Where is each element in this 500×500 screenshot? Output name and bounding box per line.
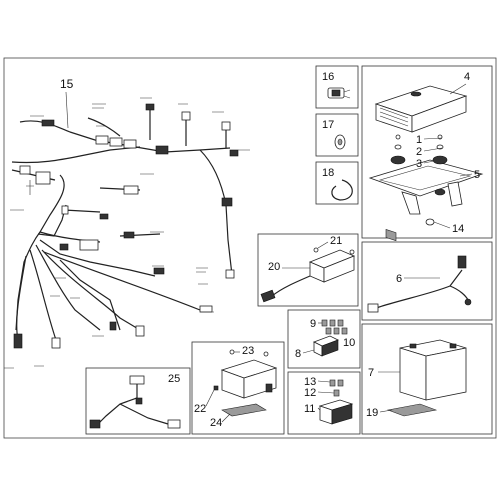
box-17 xyxy=(315,113,359,157)
callout-9: 9 xyxy=(310,318,316,330)
foam-pad-icon xyxy=(221,403,267,417)
callout-3: 3 xyxy=(416,158,422,170)
box-relay xyxy=(287,371,361,435)
box-20 xyxy=(257,233,359,307)
callout-17: 17 xyxy=(322,119,334,131)
callout-14: 14 xyxy=(452,223,464,235)
callout-1: 1 xyxy=(416,134,422,146)
callout-20: 20 xyxy=(268,261,280,273)
callout-11: 11 xyxy=(304,403,315,415)
callout-12: 12 xyxy=(304,387,316,399)
battery-cable-icon xyxy=(367,255,472,313)
callout-10: 10 xyxy=(343,337,355,349)
callout-8: 8 xyxy=(295,348,301,360)
callout-24: 24 xyxy=(210,417,222,429)
box-18 xyxy=(315,161,359,205)
battery-icon xyxy=(399,339,467,401)
fuses-icon xyxy=(321,319,348,335)
box-battery xyxy=(361,323,493,435)
box-22 xyxy=(191,341,285,435)
control-unit-icon xyxy=(213,349,278,399)
grommet-icon xyxy=(334,134,346,150)
callout-21: 21 xyxy=(330,235,342,247)
callout-2: 2 xyxy=(416,146,422,158)
box-fuses xyxy=(287,309,361,369)
callout-5: 5 xyxy=(474,169,480,181)
ecu-unit-icon xyxy=(374,85,468,242)
callout-22: 22 xyxy=(194,403,206,415)
relay-holder-icon xyxy=(327,87,351,99)
cable-tie-icon xyxy=(331,179,353,201)
callout-16: 16 xyxy=(322,71,334,83)
battery-pad-icon xyxy=(386,403,438,417)
callout-23: 23 xyxy=(242,345,254,357)
sheet-frame xyxy=(3,57,497,439)
callout-18: 18 xyxy=(322,167,334,179)
callout-4: 4 xyxy=(464,71,470,83)
callout-7: 7 xyxy=(368,367,374,379)
relay-icon xyxy=(318,379,354,425)
callout-25: 25 xyxy=(168,373,180,385)
aux-harness-icon xyxy=(89,375,181,429)
callout-13: 13 xyxy=(304,376,316,388)
box-16 xyxy=(315,65,359,109)
fuse-holder-icon xyxy=(313,335,339,357)
callout-6: 6 xyxy=(396,273,402,285)
box-ecu xyxy=(361,65,493,239)
wiring-harness-group: 15 xyxy=(4,77,250,369)
callout-15: 15 xyxy=(60,77,74,91)
box-6 xyxy=(361,241,493,321)
callout-19: 19 xyxy=(366,407,378,419)
bracket-icon xyxy=(368,159,484,215)
box-25 xyxy=(85,367,191,435)
relay-module-icon xyxy=(260,247,356,303)
